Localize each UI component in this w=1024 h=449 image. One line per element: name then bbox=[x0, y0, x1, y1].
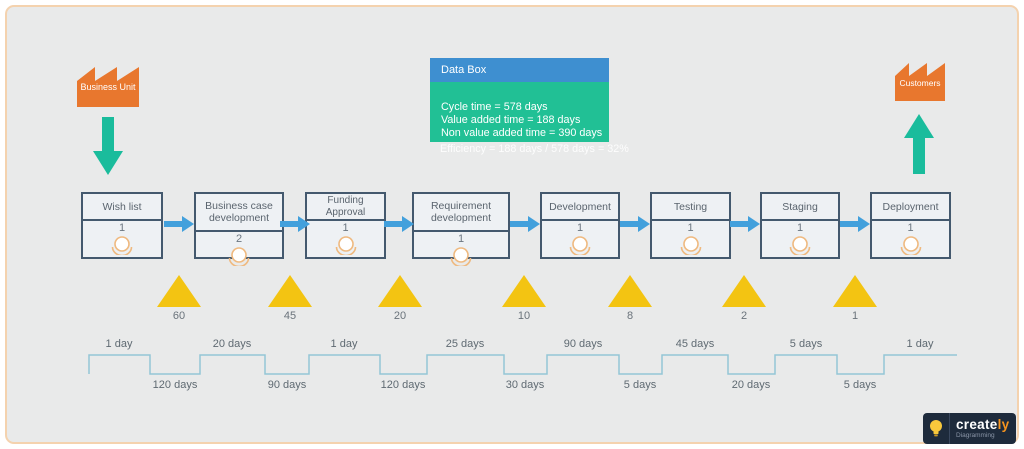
push-arrow-icon[interactable] bbox=[510, 216, 540, 232]
push-arrow-icon[interactable] bbox=[384, 216, 414, 232]
process-title: Testing bbox=[652, 194, 729, 221]
process-box-wish-list[interactable]: Wish list 1 bbox=[81, 192, 163, 259]
inventory-triangle[interactable] bbox=[722, 275, 766, 307]
inventory-triangle[interactable] bbox=[157, 275, 201, 307]
process-title: Requirement development bbox=[414, 194, 508, 232]
data-box-title: Data Box bbox=[430, 58, 609, 82]
timeline-top-label: 20 days bbox=[212, 338, 252, 350]
process-box-business-case[interactable]: Business case development 2 bbox=[194, 192, 284, 266]
push-arrow-icon[interactable] bbox=[730, 216, 760, 232]
operator-count: 1 bbox=[457, 233, 465, 245]
factory-icon bbox=[77, 67, 139, 107]
value-added-line: Value added time = 188 days bbox=[441, 113, 581, 126]
timeline-top-label: 5 days bbox=[789, 338, 823, 350]
operator-icon bbox=[789, 236, 811, 255]
operator-count: 1 bbox=[687, 222, 694, 234]
process-title: Deployment bbox=[872, 194, 949, 221]
process-box-funding-approval[interactable]: Funding Approval 1 bbox=[305, 192, 386, 259]
process-box-requirement-development[interactable]: Requirement development 1 bbox=[412, 192, 510, 266]
timeline-bottom-label: 120 days bbox=[152, 379, 198, 391]
process-box-development[interactable]: Development 1 bbox=[540, 192, 620, 259]
timeline-bottom-label: 20 days bbox=[731, 379, 771, 391]
process-title: Wish list bbox=[83, 194, 161, 221]
business-unit-label: Business Unit bbox=[80, 82, 136, 92]
operator-count: 1 bbox=[342, 222, 349, 234]
flow-up-arrow[interactable] bbox=[904, 114, 934, 174]
inventory-triangle[interactable] bbox=[608, 275, 652, 307]
push-arrow-icon[interactable] bbox=[620, 216, 650, 232]
non-value-added-line: Non value added time = 390 days bbox=[441, 126, 603, 139]
inventory-count: 8 bbox=[626, 310, 634, 322]
creately-logo-text: creately bbox=[956, 417, 1010, 432]
business-unit-node[interactable]: Business Unit bbox=[77, 60, 139, 107]
factory-icon bbox=[895, 63, 945, 101]
data-box[interactable]: Data Box Cycle time = 578 days Value add… bbox=[430, 58, 609, 142]
customers-node[interactable]: Customers bbox=[895, 57, 945, 101]
timeline-top-label: 1 day bbox=[330, 338, 358, 350]
diagram-canvas: Business Unit Customers Data Box Cycle t… bbox=[5, 5, 1019, 444]
timeline-bottom-label: 120 days bbox=[380, 379, 426, 391]
timeline-bottom-label: 90 days bbox=[267, 379, 307, 391]
timeline-top-label: 90 days bbox=[563, 338, 603, 350]
timeline-bottom-label: 5 days bbox=[843, 379, 877, 391]
lightbulb-icon bbox=[923, 413, 950, 444]
timeline-bottom-label: 30 days bbox=[505, 379, 545, 391]
creately-badge[interactable]: creately Diagramming bbox=[923, 413, 1016, 444]
customers-label: Customers bbox=[899, 78, 941, 88]
inventory-count: 10 bbox=[517, 310, 531, 322]
inventory-count: 20 bbox=[393, 310, 407, 322]
process-box-deployment[interactable]: Deployment 1 bbox=[870, 192, 951, 259]
process-title: Development bbox=[542, 194, 618, 221]
operator-count: 1 bbox=[576, 222, 584, 234]
process-title: Funding Approval bbox=[307, 194, 384, 221]
timeline-top-label: 45 days bbox=[675, 338, 715, 350]
process-box-testing[interactable]: Testing 1 bbox=[650, 192, 731, 259]
timeline-top-label: 25 days bbox=[445, 338, 485, 350]
operator-icon bbox=[569, 236, 591, 255]
operator-count: 1 bbox=[796, 222, 804, 234]
inventory-count: 2 bbox=[740, 310, 748, 322]
data-box-body: Cycle time = 578 days Value added time =… bbox=[430, 82, 609, 142]
process-title: Staging bbox=[762, 194, 838, 221]
operator-count: 1 bbox=[907, 222, 914, 234]
timeline-bottom-label: 5 days bbox=[623, 379, 657, 391]
process-box-staging[interactable]: Staging 1 bbox=[760, 192, 840, 259]
inventory-count: 1 bbox=[851, 310, 859, 322]
push-arrow-icon[interactable] bbox=[164, 216, 194, 232]
process-title: Business case development bbox=[196, 194, 282, 232]
creately-logo-subtitle: Diagramming bbox=[956, 432, 995, 439]
efficiency-line: Efficiency = 188 days / 578 days = 32% bbox=[440, 143, 629, 155]
inventory-triangle[interactable] bbox=[833, 275, 877, 307]
push-arrow-icon[interactable] bbox=[280, 216, 310, 232]
operator-count: 1 bbox=[118, 222, 126, 234]
inventory-count: 45 bbox=[283, 310, 297, 322]
operator-icon bbox=[450, 247, 472, 266]
flow-down-arrow[interactable] bbox=[93, 117, 123, 175]
operator-icon bbox=[335, 236, 356, 255]
cycle-time-line: Cycle time = 578 days bbox=[441, 101, 548, 113]
operator-icon bbox=[228, 247, 250, 266]
operator-icon bbox=[900, 236, 921, 255]
operator-icon bbox=[111, 236, 133, 255]
push-arrow-icon[interactable] bbox=[840, 216, 870, 232]
operator-count: 2 bbox=[235, 233, 243, 245]
inventory-count: 60 bbox=[172, 310, 186, 322]
timeline-top-label: 1 day bbox=[105, 338, 133, 350]
operator-icon bbox=[680, 236, 701, 255]
timeline-top-label: 1 day bbox=[906, 338, 934, 350]
inventory-triangle[interactable] bbox=[378, 275, 422, 307]
inventory-triangle[interactable] bbox=[502, 275, 546, 307]
inventory-triangle[interactable] bbox=[268, 275, 312, 307]
